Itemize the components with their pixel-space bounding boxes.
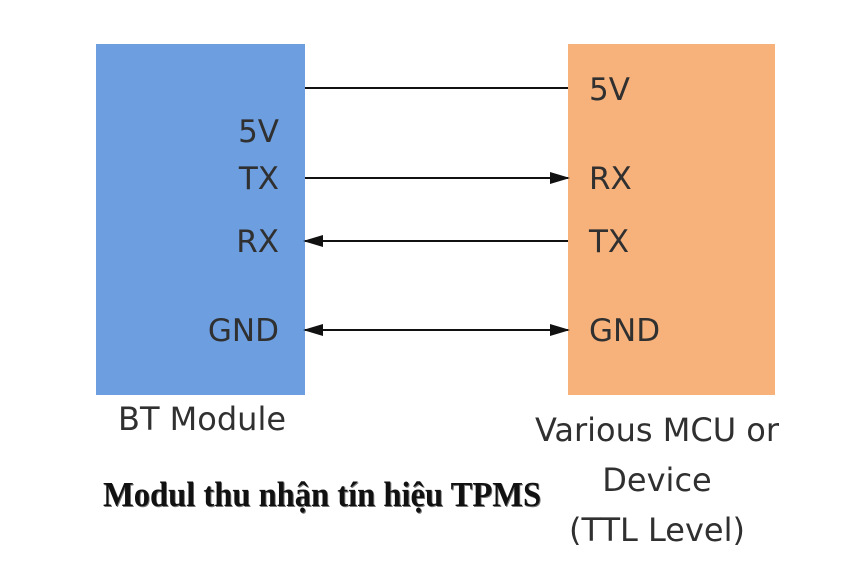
bt-pin-tx: TX: [238, 161, 279, 197]
bt-pin-rx: RX: [236, 224, 279, 260]
mcu-pin-gnd: GND: [589, 313, 661, 349]
mcu-pin-5v: 5V: [589, 72, 630, 108]
mcu-caption-line-3: (TTL Level): [569, 511, 745, 549]
mcu-device-block: 5V RX TX GND: [568, 44, 775, 395]
mcu-caption-line-1: Various MCU or: [534, 411, 780, 449]
diagram-title: Modul thu nhận tín hiệu TPMS: [103, 475, 542, 514]
mcu-pin-rx: RX: [589, 161, 632, 197]
mcu-pin-tx: TX: [589, 224, 630, 260]
mcu-device-caption: Various MCU or Device (TTL Level): [532, 405, 782, 555]
bt-pin-gnd: GND: [207, 313, 279, 349]
bt-module-block: 5V TX RX GND: [96, 44, 305, 395]
bt-module-caption: BT Module: [118, 400, 287, 438]
bt-pin-5v: 5V: [238, 114, 279, 150]
mcu-caption-line-2: Device: [602, 461, 712, 499]
